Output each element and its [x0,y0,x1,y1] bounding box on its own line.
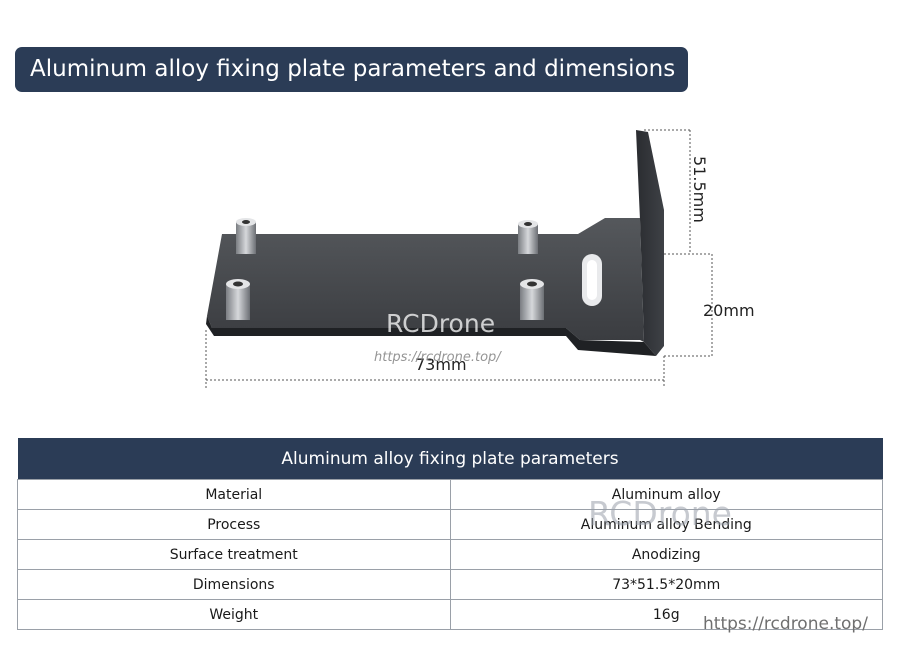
standoff-post [520,279,544,320]
depth-dimension-label: 20mm [703,301,755,320]
standoff-post [518,220,538,254]
standoff-post [236,218,256,254]
row-value: Anodizing [449,539,883,570]
watermark-brand-table: RCDrone [588,494,732,533]
table-row: Dimensions 73*51.5*20mm [17,569,883,600]
row-label: Surface treatment [17,539,451,570]
table-title: Aluminum alloy fixing plate parameters [17,438,883,480]
page-title: Aluminum alloy fixing plate parameters a… [30,56,676,82]
plate-diagram: 51.5mm 20mm 73mm RCDrone https://rcdrone… [205,129,755,388]
watermark-url: https://rcdrone.top/ [374,350,502,365]
row-value: Aluminum alloy [449,479,883,510]
watermark-url-footer: https://rcdrone.top/ [703,614,868,634]
row-label: Process [17,509,451,540]
standoff-post [226,279,250,320]
page-title-banner: Aluminum alloy fixing plate parameters a… [15,47,688,92]
parameters-table: Aluminum alloy fixing plate parameters M… [17,438,883,630]
watermark-brand: RCDrone [386,309,495,338]
row-value: 16g [449,599,883,630]
row-label: Weight [17,599,451,630]
table-row: Surface treatment Anodizing [17,539,883,570]
table-row: Weight 16g [17,599,883,630]
row-value: 73*51.5*20mm [449,569,883,600]
length-dimension-label: 73mm [415,355,467,374]
dimension-lines [205,129,713,388]
row-label: Dimensions [17,569,451,600]
table-row: Process Aluminum alloy Bending [17,509,883,540]
plate-vertical-wall [636,130,664,356]
plate-edge [206,316,656,356]
parameters-table-wrap: Aluminum alloy fixing plate parameters M… [17,438,883,630]
height-dimension-label: 51.5mm [690,156,709,223]
table-row: Material Aluminum alloy [17,479,883,510]
row-label: Material [17,479,451,510]
